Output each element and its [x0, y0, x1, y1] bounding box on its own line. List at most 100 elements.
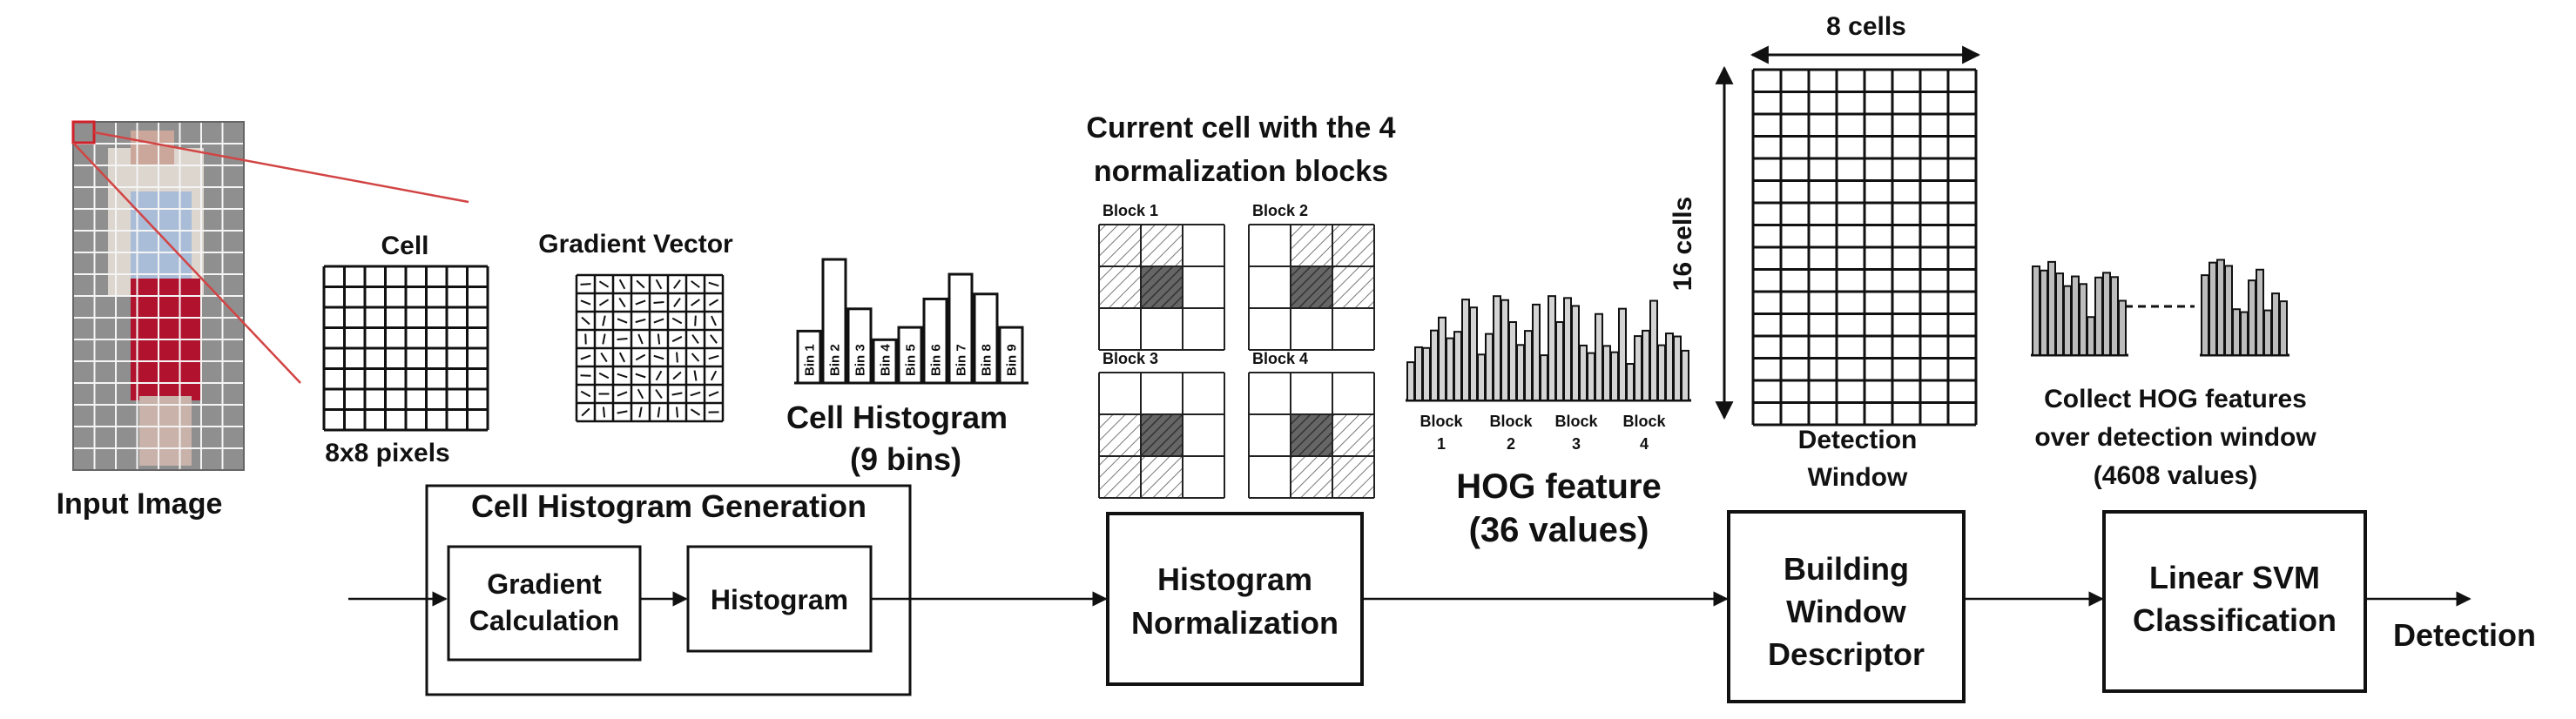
- figure-legs: [139, 396, 192, 466]
- cell-section: Cell 8x8 pixels: [322, 232, 489, 467]
- histogram-bin-bar: [922, 297, 948, 385]
- collected-bar: [2232, 308, 2241, 356]
- current-cell: [1291, 266, 1332, 308]
- histogram-normalization-line1: Histogram: [1157, 561, 1312, 597]
- histogram-label: Histogram: [711, 584, 848, 615]
- hog-bar: [1453, 331, 1462, 401]
- gradient-arrow: [635, 373, 646, 379]
- gradient-arrow: [657, 333, 661, 345]
- normalization-block-label: Block 4: [1252, 350, 1308, 367]
- gradient-arrow: [598, 280, 610, 288]
- gradient-arrow: [635, 318, 646, 324]
- collect-features-section: Collect HOG features over detection wind…: [2031, 259, 2316, 490]
- hog-bar: [1446, 337, 1454, 401]
- collected-bar: [2208, 261, 2217, 356]
- gradient-calculation-box: [447, 545, 642, 662]
- cell-histogram-generation-title: Cell Histogram Generation: [471, 488, 867, 524]
- window-width-label: 8 cells: [1826, 12, 1906, 41]
- detection-window-caption-line1: Detection: [1798, 426, 1918, 454]
- collected-bar: [2063, 285, 2072, 357]
- hatched-cell: [1332, 225, 1374, 266]
- gradient-arrow: [691, 299, 700, 306]
- hatched-cell: [1141, 456, 1183, 498]
- normalization-blocks-section: Current cell with the 4 normalization bl…: [1086, 111, 1396, 499]
- hog-block-label: Block: [1622, 413, 1666, 430]
- gradient-arrow: [671, 317, 683, 325]
- gradient-arrow: [618, 279, 626, 290]
- gradient-arrow: [602, 315, 606, 326]
- hog-block-number: 3: [1572, 435, 1581, 453]
- collected-bar: [2032, 265, 2040, 356]
- hog-bar: [1422, 346, 1431, 402]
- cell-histogram-caption-line2: (9 bins): [850, 441, 961, 477]
- hatched-cell: [1099, 266, 1141, 308]
- input-image-label: Input Image: [57, 487, 223, 521]
- hatched-cell: [1141, 225, 1183, 266]
- gradient-arrow: [708, 354, 719, 360]
- detection-window-grid: [1751, 68, 1978, 427]
- collected-bar: [2087, 316, 2095, 356]
- gradient-arrow: [673, 279, 681, 289]
- histogram-bin-bar: [846, 307, 873, 385]
- hog-bar: [1673, 335, 1682, 402]
- gradient-arrow: [708, 391, 719, 397]
- gradient-arrow: [693, 370, 698, 381]
- gradient-arrow: [655, 388, 663, 400]
- hog-bar: [1406, 361, 1415, 401]
- gradient-arrow: [580, 283, 591, 286]
- input-image-frame: [72, 121, 245, 471]
- gradient-calculation-line1: Gradient: [487, 568, 602, 600]
- gradient-arrow: [694, 315, 697, 326]
- histogram-normalization-box: [1106, 512, 1364, 686]
- hog-block-number: 4: [1640, 435, 1649, 453]
- hog-bar: [1414, 346, 1423, 401]
- histogram-bin-label: Bin 2: [828, 344, 843, 376]
- hog-bar: [1595, 312, 1603, 401]
- collected-bar: [2047, 260, 2056, 356]
- hog-bar: [1563, 297, 1572, 402]
- gradient-arrow: [637, 333, 644, 345]
- collect-caption-line2: over detection window: [2034, 423, 2316, 452]
- hog-bar: [1610, 351, 1619, 401]
- hog-bar: [1532, 303, 1541, 401]
- hog-bar: [1555, 320, 1564, 401]
- figure-shirt: [131, 192, 192, 287]
- linear-svm-box: [2102, 510, 2367, 693]
- collected-bar: [2118, 299, 2127, 356]
- collect-caption-line1: Collect HOG features: [2044, 385, 2307, 413]
- histogram-bin-bar: [897, 326, 923, 385]
- cell-grid: [322, 265, 489, 432]
- pipeline: Cell Histogram Generation Gradient Calcu…: [348, 484, 2536, 703]
- window-height-label: 16 cells: [1669, 197, 1697, 291]
- hog-block-label: Block: [1489, 413, 1533, 430]
- input-image: Input Image: [57, 120, 469, 521]
- hog-bar: [1461, 299, 1470, 401]
- gradient-arrow: [580, 299, 591, 306]
- gradient-vector-title: Gradient Vector: [538, 230, 733, 259]
- linear-svm-line2: Classification: [2133, 602, 2337, 638]
- collected-bar: [2263, 309, 2272, 357]
- collected-bar: [2248, 279, 2256, 356]
- gradient-arrow: [618, 352, 626, 363]
- cell-histogram-generation-group: [425, 484, 912, 696]
- collected-bar: [2271, 292, 2280, 356]
- hog-bar: [1657, 344, 1666, 402]
- normalization-title-line1: Current cell with the 4: [1086, 111, 1395, 144]
- cell-caption: 8x8 pixels: [325, 439, 449, 467]
- hog-bar: [1516, 344, 1525, 401]
- gradient-arrow: [691, 334, 699, 344]
- zoom-line-bottom: [72, 142, 301, 384]
- gradient-arrow: [638, 407, 643, 418]
- gradient-arrow: [653, 318, 664, 324]
- gradient-arrow: [710, 370, 718, 381]
- zoom-line-top: [93, 131, 469, 204]
- current-cell: [1141, 414, 1183, 456]
- normalization-block-label: Block 2: [1252, 202, 1308, 219]
- gradient-arrow: [617, 318, 628, 324]
- detection-window-section: 8 cells 16 cells Detection Window: [1669, 12, 1981, 492]
- hog-bar: [1438, 316, 1446, 401]
- gradient-arrow: [636, 279, 645, 289]
- hog-bar: [1579, 344, 1588, 402]
- gradient-arrow: [655, 370, 663, 381]
